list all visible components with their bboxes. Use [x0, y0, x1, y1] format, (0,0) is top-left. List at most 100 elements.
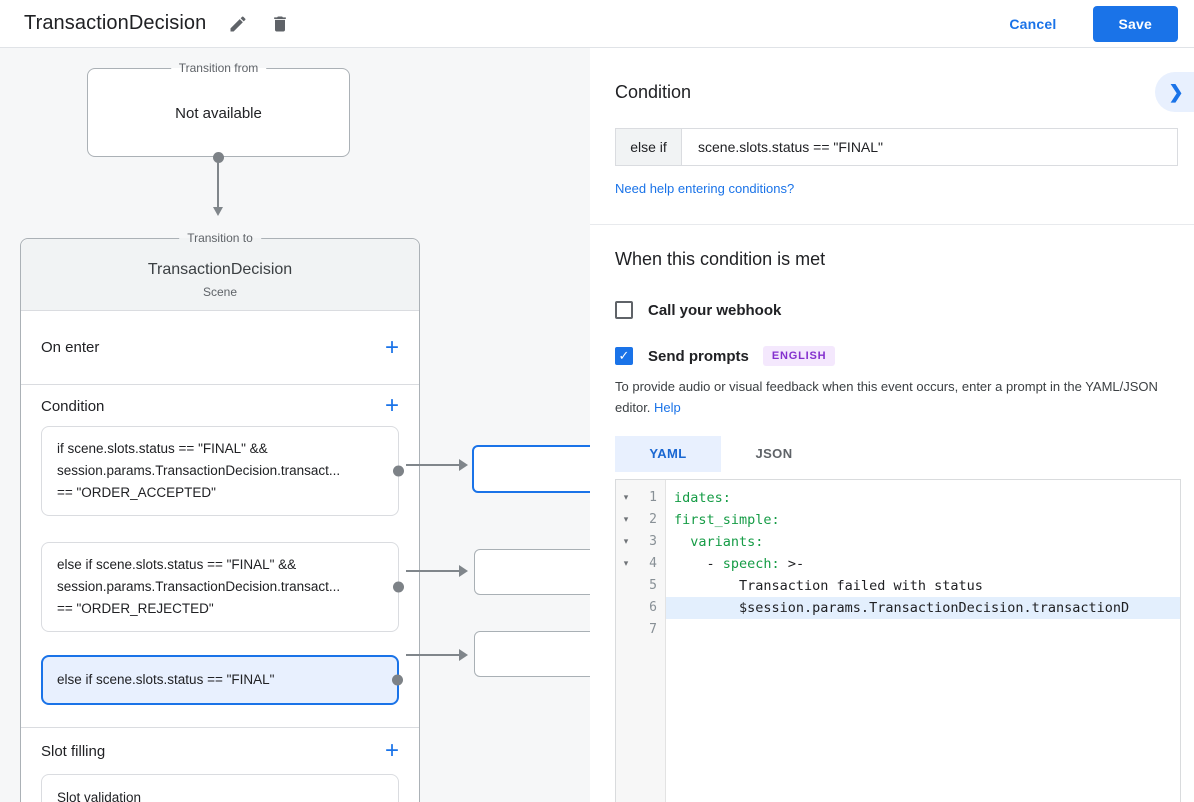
- yaml-key-token: idates:: [674, 489, 731, 506]
- editor-note: To provide audio or visual feedback when…: [615, 377, 1175, 419]
- code-line[interactable]: first_simple:: [666, 509, 1180, 531]
- transition-target-box[interactable]: [474, 631, 590, 677]
- transition-from-box[interactable]: Transition from Not available: [87, 61, 350, 157]
- yaml-text-token: Transaction failed with status: [674, 577, 983, 594]
- yaml-key-token: speech:: [722, 555, 780, 572]
- line-number: 1: [649, 490, 657, 506]
- connector-arrowhead: [213, 207, 223, 216]
- connector-arrowhead: [459, 565, 468, 577]
- connector-arrowhead: [459, 649, 468, 661]
- page-title: TransactionDecision: [24, 12, 207, 34]
- yaml-code-editor[interactable]: ▾ 1 idates: ▾ 2 first_simple: ▾ 3 variants: ▾ 4 -…: [615, 478, 1181, 802]
- condition-input-group: else if: [615, 128, 1178, 166]
- collapse-panel-button[interactable]: ❯: [1155, 72, 1194, 112]
- condition-card-line: else if scene.slots.status == "FINAL": [57, 672, 275, 687]
- editor-gutter: [616, 479, 666, 802]
- call-webhook-checkbox[interactable]: [615, 301, 633, 319]
- connector-line: [406, 654, 459, 656]
- section-divider: [590, 224, 1194, 225]
- condition-panel-heading: Condition: [615, 81, 692, 102]
- chevron-right-icon: ❯: [1168, 82, 1184, 102]
- fold-arrow-icon[interactable]: ▾: [623, 558, 629, 569]
- condition-section: Condition + if scene.slots.status == "FI…: [21, 386, 419, 728]
- on-enter-label: On enter: [41, 339, 100, 356]
- condition-section-label: Condition: [41, 397, 105, 415]
- code-line[interactable]: - speech: >-: [666, 553, 1180, 575]
- condition-help-link[interactable]: Need help entering conditions?: [615, 181, 795, 196]
- transition-target-box[interactable]: [474, 549, 590, 595]
- editor-lines: ▾ 1 idates: ▾ 2 first_simple: ▾ 3 variants: ▾ 4 -…: [616, 480, 1180, 641]
- fold-arrow-icon[interactable]: ▾: [623, 514, 629, 525]
- connector-arrowhead: [459, 459, 468, 471]
- save-button[interactable]: Save: [1092, 5, 1178, 42]
- code-line[interactable]: idates:: [666, 487, 1180, 509]
- condition-card-line: == "ORDER_ACCEPTED": [57, 485, 216, 500]
- line-number: 5: [649, 578, 657, 594]
- code-line[interactable]: Transaction failed with status: [666, 575, 1180, 597]
- call-webhook-label: Call your webhook: [648, 301, 782, 319]
- condition-items: if scene.slots.status == "FINAL" && sessi…: [21, 426, 419, 705]
- slot-filling-label: Slot filling: [41, 742, 106, 760]
- send-prompts-label: Send prompts: [648, 347, 749, 365]
- fold-arrow-icon[interactable]: ▾: [623, 536, 629, 547]
- condition-card[interactable]: if scene.slots.status == "FINAL" && sessi…: [41, 426, 404, 516]
- editor-line: ▾ 3 variants:: [616, 531, 1180, 553]
- line-number: 4: [649, 556, 657, 572]
- yaml-key-token: variants:: [674, 533, 764, 550]
- condition-editor-panel: ❯ Condition else if Need help entering c…: [590, 48, 1194, 802]
- editor-tabs: YAML JSON: [615, 435, 1181, 472]
- tab-yaml[interactable]: YAML: [615, 435, 721, 472]
- scene-header[interactable]: TransactionDecision Scene: [21, 239, 419, 311]
- slot-items: Slot validation: [21, 774, 419, 802]
- send-prompts-checkbox[interactable]: ✓: [615, 347, 633, 365]
- add-condition-icon[interactable]: +: [384, 392, 399, 419]
- edit-pencil-icon[interactable]: [228, 14, 248, 34]
- editor-line: ▾ 4 - speech: >-: [616, 553, 1180, 575]
- condition-expression-input[interactable]: [682, 129, 1177, 165]
- add-slot-icon[interactable]: +: [384, 737, 399, 764]
- connector-dot: [392, 674, 403, 686]
- condition-card-line: session.params.TransactionDecision.trans…: [57, 463, 341, 478]
- on-enter-row[interactable]: On enter +: [21, 311, 419, 385]
- yaml-key-token: first_simple:: [674, 511, 780, 528]
- code-line[interactable]: $session.params.TransactionDecision.tran…: [666, 596, 1180, 619]
- line-number: 6: [649, 600, 657, 616]
- editor-line: 5 Transaction failed with status: [616, 575, 1180, 597]
- transition-target-box-selected[interactable]: [472, 445, 590, 493]
- top-bar: TransactionDecision Cancel Save: [0, 0, 1194, 48]
- condition-card-line: == "ORDER_REJECTED": [57, 601, 214, 616]
- connector-dot: [213, 152, 224, 163]
- line-number: 2: [649, 512, 657, 528]
- editor-line: ▾ 2 first_simple:: [616, 509, 1180, 531]
- condition-card-line: session.params.TransactionDecision.trans…: [57, 579, 341, 594]
- when-condition-heading: When this condition is met: [615, 249, 826, 269]
- condition-card[interactable]: else if scene.slots.status == "FINAL" &&…: [41, 542, 404, 632]
- line-number: 7: [649, 622, 657, 638]
- connector-line: [217, 162, 219, 208]
- editor-line: 6 $session.params.TransactionDecision.tr…: [616, 596, 1180, 619]
- connector-dot: [393, 581, 404, 593]
- code-line[interactable]: variants:: [666, 531, 1180, 553]
- yaml-text-token: $session.params.TransactionDecision.tran…: [674, 599, 1130, 616]
- fold-arrow-icon[interactable]: ▾: [623, 492, 629, 503]
- tab-json[interactable]: JSON: [755, 445, 793, 461]
- code-line[interactable]: [666, 619, 1180, 641]
- scene-type-label: Scene: [202, 285, 238, 299]
- transition-to-legend: Transition to: [179, 231, 261, 245]
- yaml-text-token: >-: [779, 555, 805, 572]
- line-number: 3: [649, 534, 657, 550]
- add-on-enter-icon[interactable]: +: [384, 333, 399, 361]
- editor-line: 7: [616, 619, 1180, 641]
- condition-card-line: if scene.slots.status == "FINAL" &&: [57, 441, 268, 456]
- connector-line: [406, 570, 459, 572]
- language-badge: ENGLISH: [762, 346, 836, 366]
- cancel-button[interactable]: Cancel: [997, 8, 1068, 40]
- delete-trash-icon[interactable]: [270, 14, 290, 34]
- scene-flow-canvas: Transition from Not available Transition…: [0, 48, 590, 802]
- slot-validation-card[interactable]: Slot validation: [41, 774, 399, 802]
- help-link[interactable]: Help: [654, 399, 681, 415]
- connector-dot: [393, 465, 404, 477]
- transition-from-legend: Transition from: [170, 61, 267, 75]
- transition-to-box: Transition to TransactionDecision Scene …: [20, 231, 420, 802]
- condition-card[interactable]: else if scene.slots.status == "FINAL": [41, 655, 403, 705]
